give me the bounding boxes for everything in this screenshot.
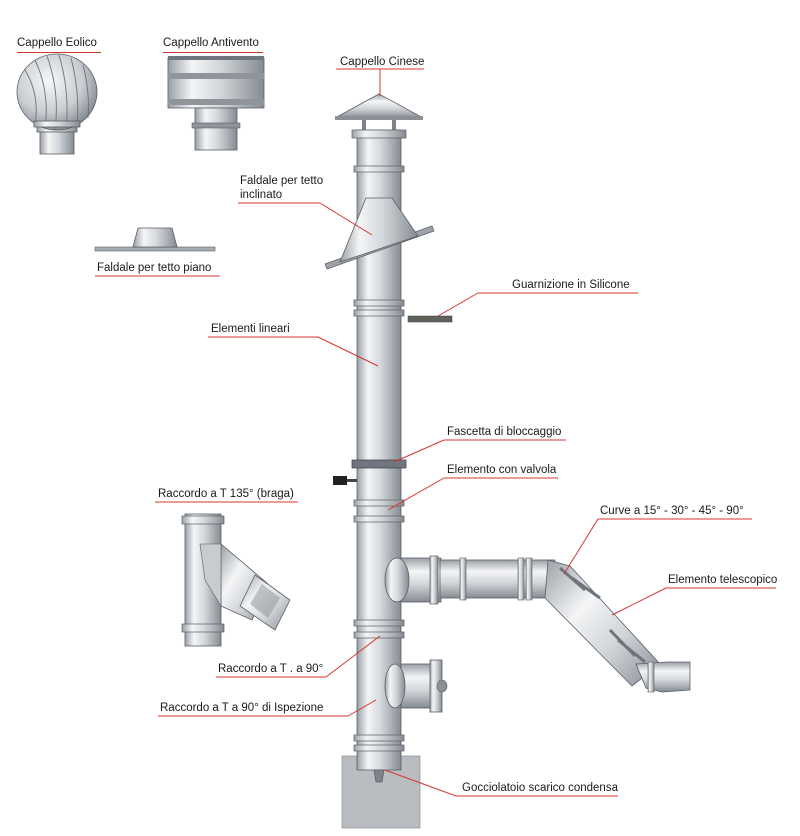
cappello-antivento-part [167, 56, 265, 151]
label-elementi-lineari: Elementi lineari [211, 323, 290, 335]
label-raccordo-135: Raccordo a T 135° (braga) [158, 488, 294, 500]
raccordo-135-part [181, 513, 291, 647]
leader-lines [95, 68, 776, 797]
underline-cappello-antivento [163, 52, 263, 53]
raccordo-ispezione-branch [384, 659, 448, 713]
label-cappello-antivento: Cappello Antivento [163, 37, 259, 49]
underline-cappello-eolico [17, 52, 101, 53]
label-guarnizione: Guarnizione in Silicone [512, 279, 630, 291]
faldale-inclinato-part [324, 197, 435, 270]
label-cappello-cinese: Cappello Cinese [340, 56, 425, 68]
cappello-cinese-part [334, 93, 424, 139]
label-faldale-inclinato-2: inclinato [240, 189, 283, 201]
label-fascetta: Fascetta di bloccaggio [447, 426, 562, 438]
label-raccordo-t90: Raccordo a T . a 90° [218, 663, 324, 675]
cappello-eolico-part [16, 53, 98, 155]
label-cappello-eolico: Cappello Eolico [17, 37, 97, 49]
label-elemento-valvola: Elemento con valvola [447, 464, 557, 476]
raccordo-t90-branch [384, 555, 691, 693]
label-raccordo-ispezione: Raccordo a T a 90° di Ispezione [160, 702, 324, 714]
guarnizione-part [407, 315, 453, 323]
label-elemento-telescopico: Elemento telescopico [668, 574, 778, 586]
label-gocciolatoio: Gocciolatoio scarico condensa [462, 782, 618, 794]
label-curve: Curve a 15° - 30° - 45° - 90° [600, 505, 744, 517]
faldale-piano-part [94, 227, 216, 252]
label-faldale-inclinato-1: Faldale per tetto [240, 175, 324, 187]
label-faldale-piano: Faldale per tetto piano [97, 262, 212, 274]
